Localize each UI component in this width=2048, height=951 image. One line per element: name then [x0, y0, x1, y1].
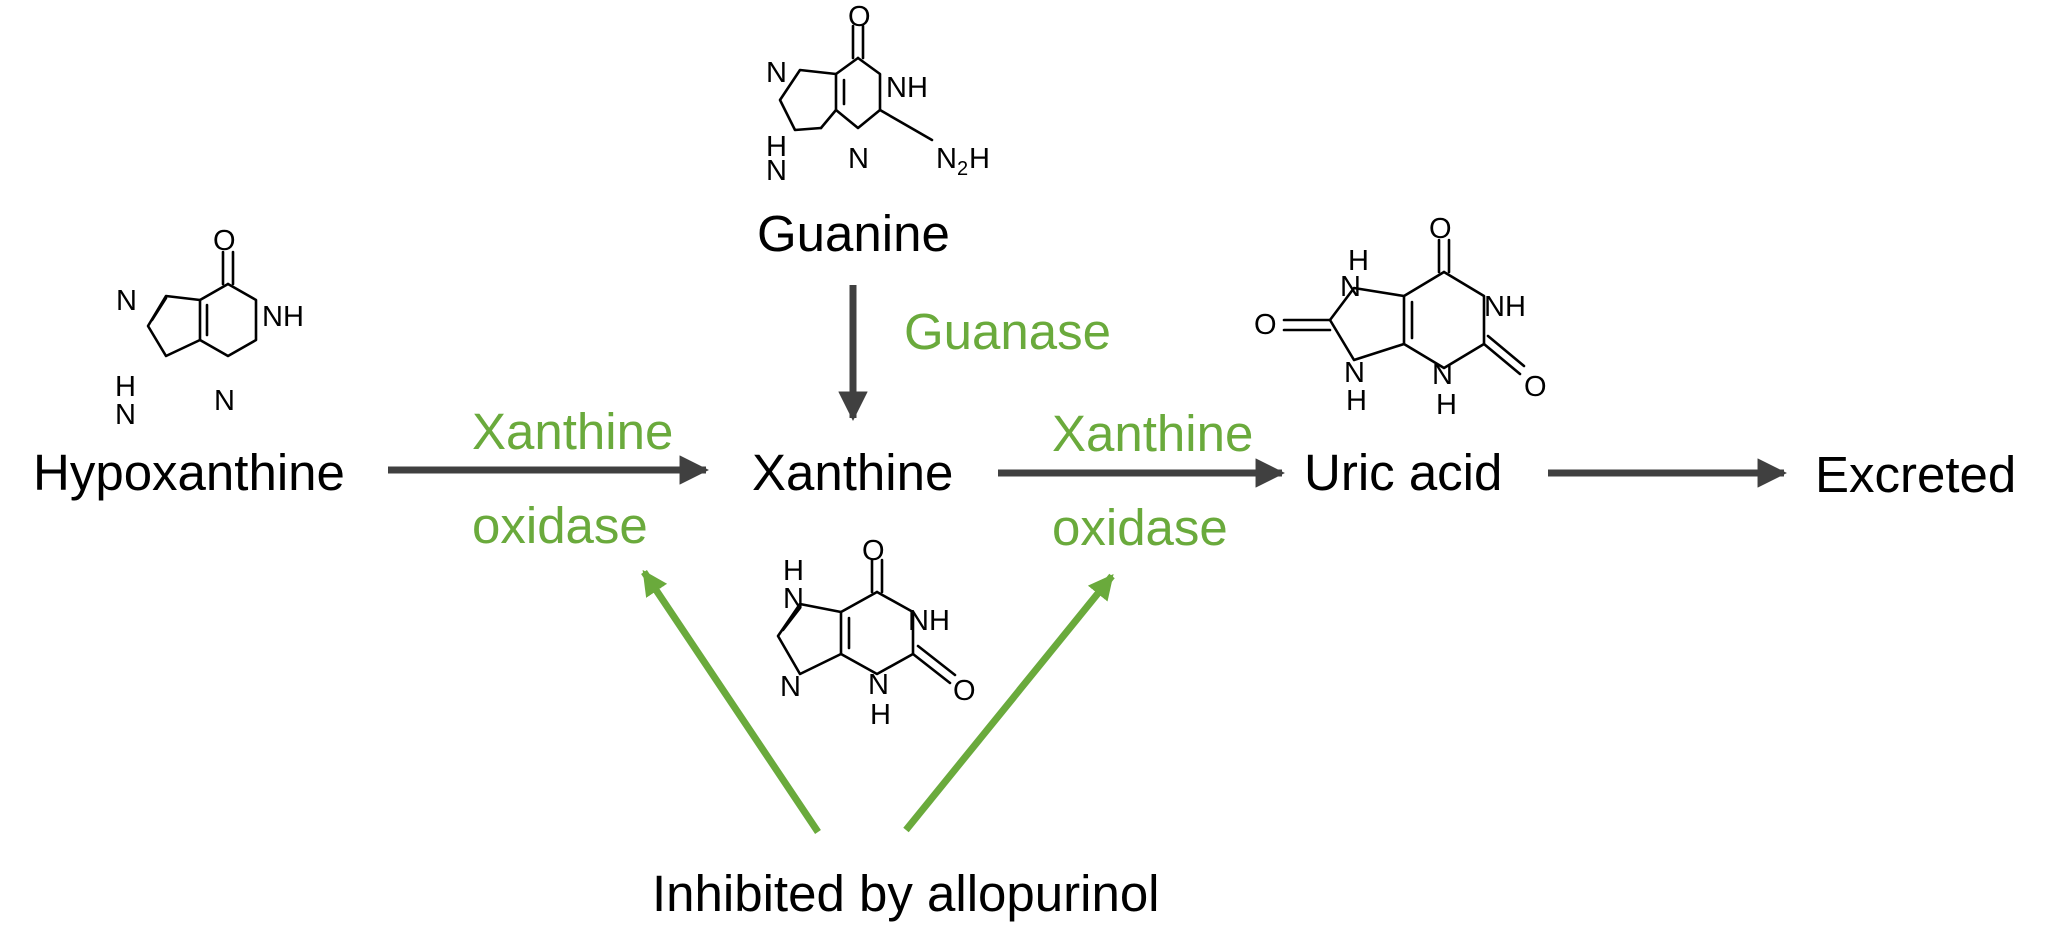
svg-text:H: H	[1348, 245, 1369, 277]
svg-text:N: N	[780, 671, 801, 703]
guanine-label: Guanine	[757, 205, 950, 262]
svg-text:H: H	[1436, 389, 1457, 421]
xanthine-structure: O H N NH N N H O	[776, 535, 976, 731]
hypoxanthine-structure: O N NH N H N	[115, 225, 304, 431]
svg-text:NH: NH	[886, 72, 928, 104]
svg-text:H: H	[969, 143, 990, 175]
inhibition-arrow-right	[903, 573, 1115, 833]
svg-text:H: H	[783, 555, 804, 587]
guanine-structure: O N NH N H N N 2 H	[766, 1, 990, 187]
svg-text:O: O	[848, 1, 871, 33]
svg-text:N: N	[783, 583, 804, 615]
hypoxanthine-label: Hypoxanthine	[33, 444, 345, 501]
svg-text:H: H	[870, 699, 891, 731]
svg-text:NH: NH	[908, 605, 950, 637]
inhibitor-label: Inhibited by allopurinol	[652, 865, 1160, 922]
guanase-label: Guanase	[904, 303, 1111, 360]
svg-text:2: 2	[957, 158, 968, 180]
svg-text:N: N	[1344, 357, 1365, 389]
svg-text:N: N	[214, 385, 235, 417]
svg-text:O: O	[1429, 213, 1452, 245]
svg-text:N: N	[1432, 359, 1453, 391]
svg-text:H: H	[1346, 385, 1367, 417]
svg-text:H: H	[766, 131, 787, 163]
uric-acid-structure: O H N NH O N H N H O	[1254, 213, 1547, 421]
excreted-label: Excreted	[1815, 446, 2017, 503]
svg-text:N: N	[848, 143, 869, 175]
svg-text:N: N	[868, 669, 889, 701]
xanthine-oxidase-1-line1: Xanthine	[472, 403, 674, 460]
svg-text:O: O	[862, 535, 885, 567]
svg-text:NH: NH	[262, 301, 304, 333]
xanthine-label: Xanthine	[752, 444, 954, 501]
svg-text:NH: NH	[1484, 291, 1526, 323]
svg-text:N: N	[766, 57, 787, 89]
inhibition-arrow-left	[641, 569, 821, 834]
svg-text:N: N	[116, 285, 137, 317]
svg-text:N: N	[766, 155, 787, 187]
svg-text:N: N	[115, 399, 136, 431]
xanthine-oxidase-2-line2: oxidase	[1052, 499, 1228, 556]
svg-text:H: H	[115, 371, 136, 403]
xanthine-oxidase-2-line1: Xanthine	[1052, 405, 1254, 462]
svg-text:N: N	[936, 143, 957, 175]
svg-text:O: O	[1254, 309, 1277, 341]
svg-text:O: O	[213, 225, 236, 257]
svg-text:O: O	[953, 675, 976, 707]
svg-text:O: O	[1524, 371, 1547, 403]
svg-text:N: N	[1340, 271, 1361, 303]
uric-acid-label: Uric acid	[1304, 444, 1503, 501]
xanthine-oxidase-1-line2: oxidase	[472, 497, 648, 554]
